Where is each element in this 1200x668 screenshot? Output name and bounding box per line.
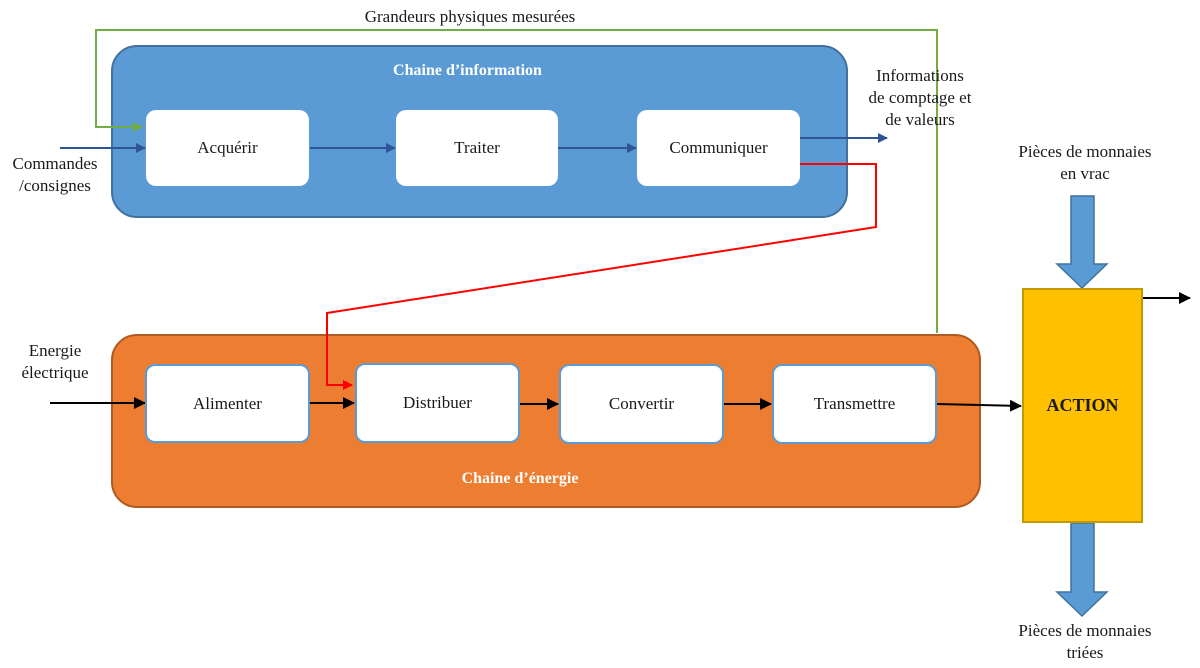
info-output-label: Informations de comptage et de valeurs [868, 66, 972, 129]
arrow-transmettre-to-action [936, 399, 1022, 412]
measured-quantities-label: Grandeurs physiques mesurées [364, 7, 576, 26]
order-line [326, 163, 877, 390]
block-alimenter: Alimenter [145, 364, 310, 443]
commands-label: Commandes /consignes [12, 154, 98, 195]
action-block: ACTION [1022, 288, 1143, 523]
information-chain-title: Chaine d’information [393, 62, 542, 79]
block-convertir: Convertir [559, 364, 724, 444]
coins-input-label: Pièces de monnaies en vrac [1018, 142, 1152, 183]
feedback-line [95, 29, 938, 333]
block-acquerir: Acquérir [146, 110, 309, 186]
block-transmettre: Transmettre [772, 364, 937, 444]
energy-chain-title: Chaine d’énergie [461, 470, 579, 487]
coins-out-arrow [1055, 522, 1109, 618]
block-communiquer: Communiquer [637, 110, 800, 186]
energy-input-label: Energie électrique [21, 341, 89, 382]
coins-output-label: Pièces de monnaies triées [1018, 621, 1152, 662]
block-traiter: Traiter [396, 110, 558, 186]
block-distribuer: Distribuer [355, 363, 520, 443]
coins-in-arrow [1055, 195, 1109, 290]
